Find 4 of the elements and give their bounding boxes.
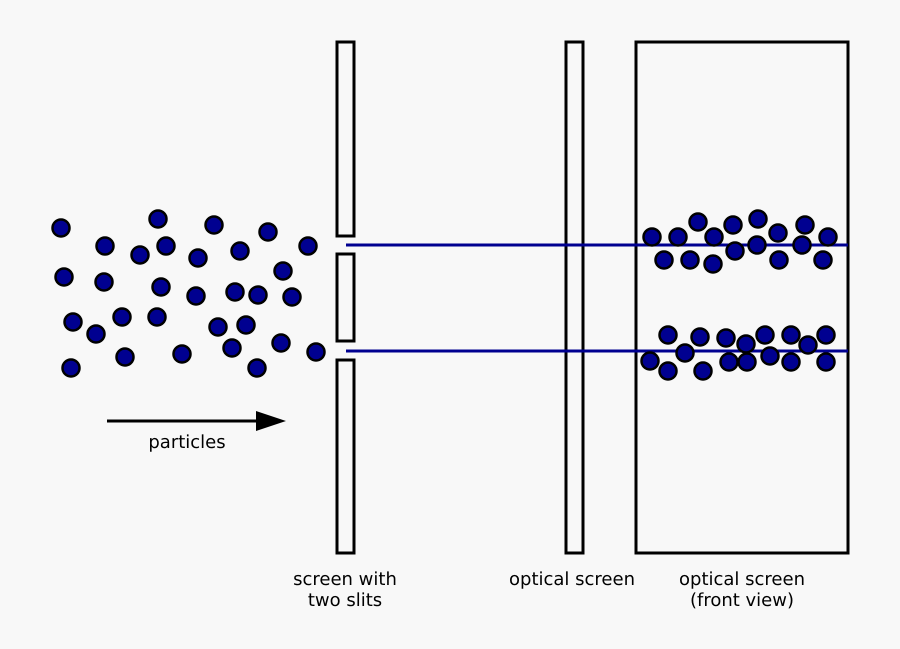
screen-label: optical screen — [508, 569, 636, 590]
screen-label: optical screen (front view) — [678, 569, 806, 611]
particle-label: particles — [147, 432, 227, 453]
screen-label: screen with two slits — [292, 569, 398, 611]
